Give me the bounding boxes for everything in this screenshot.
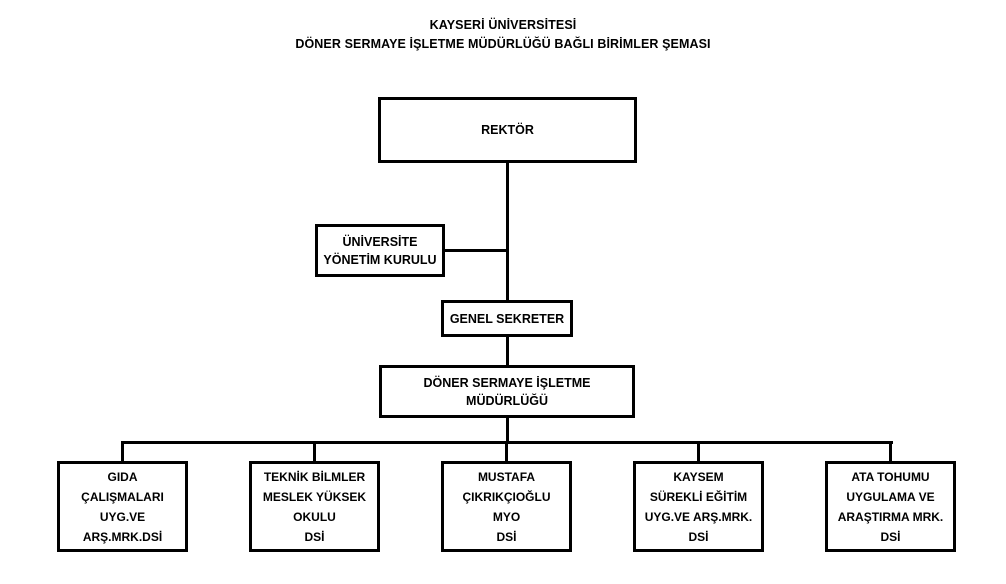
node-kaysem-surekli-egitim: KAYSEM SÜREKLİ EĞİTİM UYG.VE ARŞ.MRK. DS… xyxy=(633,461,764,552)
node-leaf-1-line-2: MESLEK YÜKSEK xyxy=(262,489,367,504)
chart-title-line-1: KAYSERİ ÜNİVERSİTESİ xyxy=(429,18,577,32)
node-leaf-3-line-1: KAYSEM xyxy=(673,469,724,484)
connector-rektor-spine xyxy=(506,163,509,300)
node-leaf-4-line-3: ARAŞTIRMA MRK. xyxy=(837,509,944,524)
node-teknik-bilimler-myo: TEKNİK BİLMLER MESLEK YÜKSEK OKULU DSİ xyxy=(249,461,380,552)
node-leaf-1-line-4: DSİ xyxy=(304,529,325,544)
node-leaf-4-line-1: ATA TOHUMU xyxy=(851,469,930,484)
connector-drop-leaf-0 xyxy=(121,441,124,464)
node-leaf-3-line-3: UYG.VE ARŞ.MRK. xyxy=(644,509,753,524)
node-leaf-0-line-2: ÇALIŞMALARI xyxy=(81,489,164,504)
connector-doner-to-bus xyxy=(506,418,509,441)
chart-title-line-2: DÖNER SERMAYE İŞLETME MÜDÜRLÜĞÜ BAĞLI Bİ… xyxy=(295,37,711,51)
connector-sekreter-to-doner xyxy=(506,337,509,365)
node-mustafa-cikrikcioglu-myo: MUSTAFA ÇIKRIKÇIOĞLU MYO DSİ xyxy=(441,461,572,552)
node-leaf-0-line-4: ARŞ.MRK.DSİ xyxy=(82,529,163,544)
node-leaf-4-line-2: UYGULAMA VE xyxy=(846,489,935,504)
connector-drop-leaf-1 xyxy=(313,441,316,464)
node-rektor-line-1: REKTÖR xyxy=(481,123,534,137)
node-leaf-2-line-1: MUSTAFA xyxy=(477,469,536,484)
node-doner-line-2: MÜDÜRLÜĞÜ xyxy=(466,393,548,408)
node-gida-calismalari: GIDA ÇALIŞMALARI UYG.VE ARŞ.MRK.DSİ xyxy=(57,461,188,552)
node-leaf-2-line-2: ÇIKRIKÇIOĞLU xyxy=(462,489,551,504)
node-leaf-0-line-1: GIDA xyxy=(107,469,138,484)
node-leaf-0-line-3: UYG.VE xyxy=(99,509,146,524)
node-leaf-4-line-4: DSİ xyxy=(880,529,901,544)
node-ata-tohumu-arastirma-mrk: ATA TOHUMU UYGULAMA VE ARAŞTIRMA MRK. DS… xyxy=(825,461,956,552)
node-universite-yonetim-kurulu: ÜNİVERSİTE YÖNETİM KURULU xyxy=(315,224,445,277)
node-yonetim-line-2: YÖNETİM KURULU xyxy=(323,252,437,267)
connector-drop-leaf-2 xyxy=(505,441,508,464)
node-doner-line-1: DÖNER SERMAYE İŞLETME xyxy=(423,375,591,390)
node-doner-sermaye-isletme-mudurlugu: DÖNER SERMAYE İŞLETME MÜDÜRLÜĞÜ xyxy=(379,365,635,418)
node-sekreter-line-1: GENEL SEKRETER xyxy=(449,311,565,326)
node-leaf-2-line-4: DSİ xyxy=(496,529,517,544)
chart-title: KAYSERİ ÜNİVERSİTESİ DÖNER SERMAYE İŞLET… xyxy=(0,16,1006,54)
node-leaf-1-line-1: TEKNİK BİLMLER xyxy=(263,469,366,484)
node-yonetim-line-1: ÜNİVERSİTE xyxy=(342,234,418,249)
connector-drop-leaf-4 xyxy=(889,441,892,464)
connector-yonetim-branch xyxy=(445,249,507,252)
node-leaf-1-line-3: OKULU xyxy=(293,509,336,524)
node-leaf-3-line-2: SÜREKLİ EĞİTİM xyxy=(649,489,748,504)
node-leaf-3-line-4: DSİ xyxy=(688,529,709,544)
node-genel-sekreter: GENEL SEKRETER xyxy=(441,300,573,337)
node-leaf-2-line-3: MYO xyxy=(492,509,521,524)
node-rektor: REKTÖR xyxy=(378,97,637,163)
connector-drop-leaf-3 xyxy=(697,441,700,464)
